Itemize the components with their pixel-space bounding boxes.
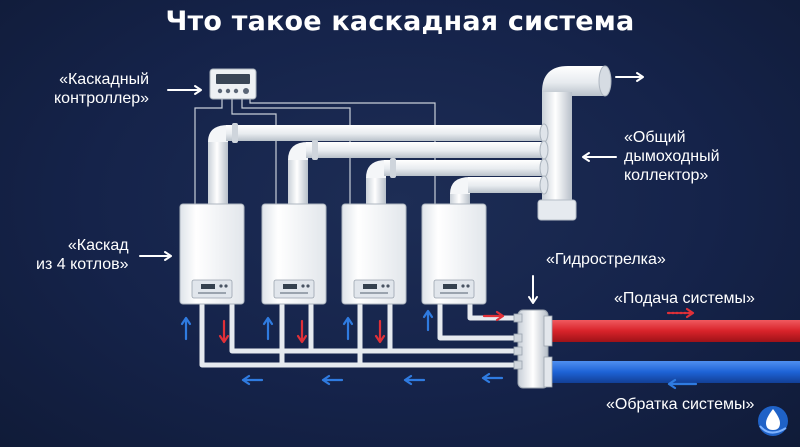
- chimney-label-line-2: дымоходный: [624, 148, 720, 165]
- supply-label: «Подача системы»: [614, 290, 755, 307]
- hydro-label: «Гидрострелка»: [546, 251, 666, 268]
- chimney-label: «Общий дымоходный коллектор»: [624, 128, 720, 185]
- chimney-label-line-3: коллектор»: [624, 167, 709, 184]
- return-pipe: [548, 361, 800, 383]
- pointer-arrows: [139, 72, 644, 304]
- controller-label-line-2: контроллер»: [54, 90, 150, 107]
- cascade-label-line-2: из 4 котлов»: [36, 256, 129, 273]
- supply-pipe: [548, 320, 800, 342]
- cascade-label-line-1: «Каскад: [67, 237, 129, 254]
- chimney-label-line-1: «Общий: [624, 129, 686, 146]
- page-title: Что такое каскадная система: [165, 6, 635, 37]
- controller-icon: [209, 68, 257, 100]
- logo-icon: [758, 406, 788, 436]
- boiler-3: [341, 203, 407, 305]
- chimney-collector: [537, 65, 612, 221]
- flow-arrows: [180, 307, 698, 390]
- cascade-label: «Каскад из 4 котлов»: [36, 236, 129, 274]
- return-label: «Обратка системы»: [606, 396, 755, 413]
- hydraulic-separator: [513, 309, 553, 389]
- controller-label-line-1: «Каскадный: [59, 71, 150, 88]
- flue-pipes: [208, 123, 544, 208]
- hydraulic-piping: [199, 302, 524, 368]
- boiler-2: [261, 203, 327, 305]
- boiler-1: [179, 203, 245, 305]
- boiler-4: [421, 203, 487, 305]
- controller-label: «Каскадный контроллер»: [54, 70, 149, 108]
